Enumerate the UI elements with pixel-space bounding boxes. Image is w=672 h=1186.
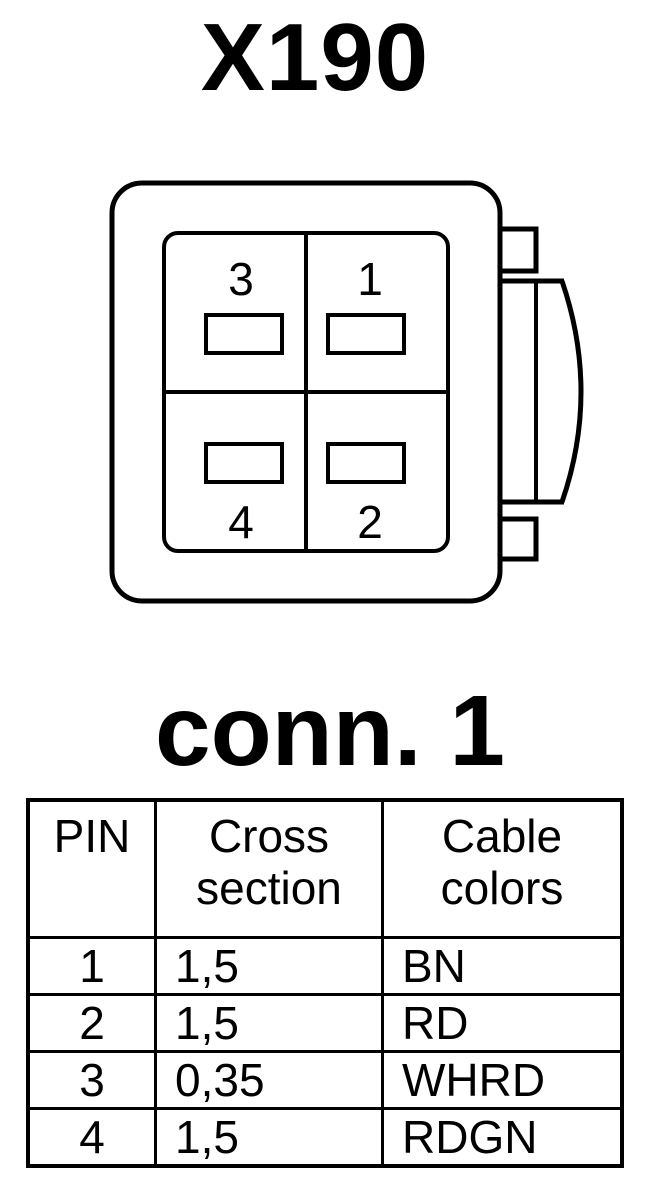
cell-cable-color: RD — [381, 993, 624, 1053]
pin-number-top-right: 1 — [357, 253, 383, 305]
table-row: 3 0,35 WHRD — [26, 1050, 624, 1110]
pin-slot-2 — [326, 442, 406, 484]
cell-cross-section: 0,35 — [154, 1050, 384, 1110]
cell-cable-color: RDGN — [381, 1107, 624, 1168]
cell-cable-color: WHRD — [381, 1050, 624, 1110]
cell-pin: 1 — [26, 936, 157, 996]
cell-cross-section: 1,5 — [154, 1107, 384, 1168]
lower-side-tab — [497, 516, 539, 562]
side-latch — [500, 278, 584, 505]
table-row: 1 1,5 BN — [26, 936, 624, 996]
connector-housing — [109, 180, 503, 604]
cell-pin: 3 — [26, 1050, 157, 1110]
connector-title: X190 — [200, 4, 430, 111]
cell-cross-section: 1,5 — [154, 993, 384, 1053]
cell-pin: 2 — [26, 993, 157, 1053]
pin-number-bottom-left: 4 — [228, 496, 254, 548]
header-cable-colors-line1: Cable — [441, 810, 563, 862]
upper-side-tab — [497, 226, 539, 274]
header-cross-section-line1: Cross — [208, 810, 330, 862]
pin-slot-3 — [204, 313, 284, 355]
pin-slot-4 — [204, 442, 284, 484]
table-header-row: PIN Cross section Cable colors — [26, 798, 624, 939]
connector-diagram: 3 1 4 2 — [109, 180, 584, 604]
header-cross-section: Cross section — [154, 798, 384, 939]
pin-table: PIN Cross section Cable colors 1 1,5 BN … — [26, 798, 624, 1168]
table-row: 2 1,5 RD — [26, 993, 624, 1053]
cell-pin: 4 — [26, 1107, 157, 1168]
connector-label: conn. 1 — [154, 675, 506, 787]
header-pin: PIN — [26, 798, 157, 939]
cell-cross-section: 1,5 — [154, 936, 384, 996]
pin-slot-1 — [326, 313, 406, 355]
table-row: 4 1,5 RDGN — [26, 1107, 624, 1168]
header-cable-colors-line2: colors — [440, 862, 564, 914]
header-cross-section-line2: section — [196, 862, 342, 914]
pin-number-bottom-right: 2 — [357, 496, 383, 548]
header-cable-colors: Cable colors — [381, 798, 624, 939]
cell-cable-color: BN — [381, 936, 624, 996]
pin-number-top-left: 3 — [228, 253, 254, 305]
